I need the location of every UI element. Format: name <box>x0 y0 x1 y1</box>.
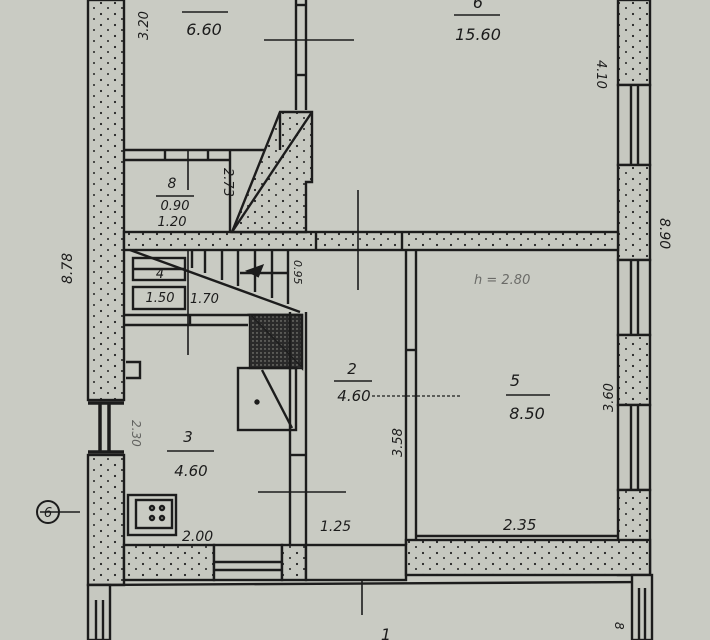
room-dimension: 1.20 <box>158 215 187 230</box>
dim-room5-width: 2.35 <box>503 516 536 534</box>
room-number: 2 <box>347 360 357 378</box>
wall-right-mid-block <box>616 163 652 262</box>
room-area: 8.50 <box>509 404 545 423</box>
wall-horizontal-mid <box>122 230 620 252</box>
room-number: 6 <box>473 0 483 12</box>
dim-room2-width: 1.25 <box>320 519 351 535</box>
dim-room3-height: 2.30 <box>129 420 143 447</box>
room-5-label: 5 8.50 <box>506 371 550 423</box>
room-1-label: 1 <box>381 625 391 640</box>
wall-bottom-left <box>122 543 216 582</box>
wall-right-lower-block <box>616 333 652 407</box>
dim-room2-height: 3.58 <box>391 428 406 457</box>
dim-bottom-right: 8 <box>612 622 626 630</box>
room-6-label: 6 15.60 <box>454 0 501 44</box>
room-8-label: 8 0.90 1.20 <box>156 176 194 230</box>
wall-bottom-pillar <box>280 543 308 582</box>
dim-top-left-height: 3.20 <box>137 11 152 40</box>
wall-bottom-segment <box>304 543 408 582</box>
room-number: 5 <box>510 371 520 390</box>
wall-bottom-right <box>404 538 652 577</box>
room-number: 1 <box>381 625 391 640</box>
window-right-1 <box>616 83 652 167</box>
room-number: 8 <box>168 176 177 192</box>
room-area: 6.60 <box>186 20 222 39</box>
closet-symbol-bottom <box>131 285 187 311</box>
dim-overall-right: 8.90 <box>656 218 672 249</box>
room-top-left-label: 6.60 <box>182 11 228 39</box>
room-area: 4.60 <box>174 462 207 480</box>
dim-room8-height: 2.73 <box>220 168 235 197</box>
stove <box>126 493 178 537</box>
room-number: 3 <box>183 428 193 446</box>
wall-left-exterior <box>86 0 126 402</box>
dim-room3-width: 2.00 <box>182 529 213 545</box>
room-4-label: 4 1.50 <box>146 267 175 306</box>
wall-right-upper-block <box>616 0 652 87</box>
porch-post-left <box>86 583 112 640</box>
axis-marker-label: 6 <box>44 506 52 521</box>
dim-room5-height: 3.60 <box>602 383 617 412</box>
room-3-label: 3 4.60 <box>167 428 214 480</box>
room-area: 4.60 <box>337 387 370 405</box>
window-right-2 <box>616 258 652 337</box>
room-area: 0.90 <box>161 199 190 214</box>
axis-marker: 6 <box>36 500 60 524</box>
dim-stair-width: 1.70 <box>190 292 219 307</box>
dim-overall-left: 8.78 <box>60 253 76 284</box>
dim-stair-vertical: 0.95 <box>291 260 304 285</box>
room-area: 1.50 <box>146 291 175 306</box>
room-2-label: 2 4.60 <box>334 360 372 405</box>
porch-post-right <box>630 573 654 640</box>
dim-room6-height: 4.10 <box>593 60 608 89</box>
wall-left-exterior-lower <box>86 453 126 587</box>
window-right-3 <box>616 403 652 492</box>
room-area: 15.60 <box>455 25 501 44</box>
room-number: 4 <box>156 267 164 282</box>
dim-ceiling-height: h = 2.80 <box>474 273 530 288</box>
